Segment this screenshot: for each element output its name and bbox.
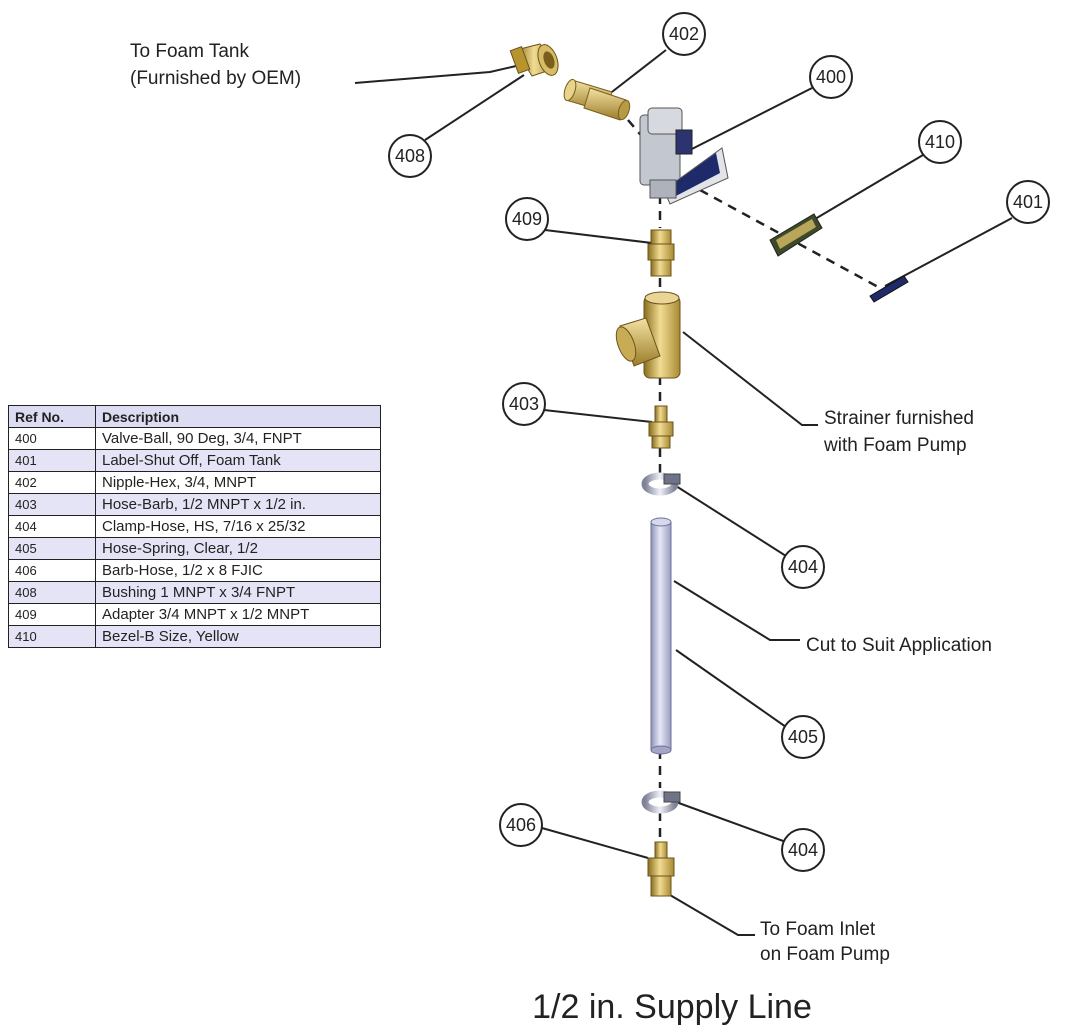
ref-cell: 402 <box>8 471 96 494</box>
description-cell: Nipple-Hex, 3/4, MNPT <box>95 471 381 494</box>
description-cell: Hose-Barb, 1/2 MNPT x 1/2 in. <box>95 493 381 516</box>
svg-text:408: 408 <box>395 146 425 166</box>
callout-foam-inlet-line2: on Foam Pump <box>760 944 890 965</box>
svg-text:404: 404 <box>788 557 818 577</box>
parts-table-header-row: Ref No. Description <box>8 405 381 428</box>
bezel-410-part <box>769 213 823 257</box>
nipple-402-part <box>563 78 631 121</box>
hose-405-part <box>650 517 672 755</box>
description-cell: Clamp-Hose, HS, 7/16 x 25/32 <box>95 515 381 538</box>
header-description: Description <box>95 405 381 428</box>
barb-hose-406-part <box>647 841 675 897</box>
svg-text:402: 402 <box>669 24 699 44</box>
diagram-title: 1/2 in. Supply Line <box>532 988 812 1026</box>
svg-text:401: 401 <box>1013 192 1043 212</box>
svg-text:400: 400 <box>816 67 846 87</box>
hose-clamp-404-top-part <box>641 472 681 496</box>
balloon-403: 403 <box>502 382 546 426</box>
strainer-part <box>615 291 681 379</box>
ref-cell: 400 <box>8 427 96 450</box>
ref-cell: 404 <box>8 515 96 538</box>
ref-cell: 401 <box>8 449 96 472</box>
callout-foam-tank-line1: To Foam Tank <box>130 41 249 62</box>
balloon-404-top: 404 <box>781 545 825 589</box>
svg-text:409: 409 <box>512 209 542 229</box>
ref-cell: 408 <box>8 581 96 604</box>
hose-barb-403-part <box>648 405 674 449</box>
balloon-405: 405 <box>781 715 825 759</box>
balloon-410: 410 <box>918 120 962 164</box>
svg-text:410: 410 <box>925 132 955 152</box>
bushing-408-part <box>509 43 559 77</box>
ref-cell: 406 <box>8 559 96 582</box>
description-cell: Label-Shut Off, Foam Tank <box>95 449 381 472</box>
callout-strainer-line1: Strainer furnished <box>824 408 974 429</box>
svg-text:405: 405 <box>788 727 818 747</box>
description-cell: Hose-Spring, Clear, 1/2 <box>95 537 381 560</box>
balloon-404-bottom: 404 <box>781 828 825 872</box>
balloon-402: 402 <box>662 12 706 56</box>
description-cell: Adapter 3/4 MNPT x 1/2 MNPT <box>95 603 381 626</box>
label-401-part <box>869 275 909 303</box>
description-cell: Valve-Ball, 90 Deg, 3/4, FNPT <box>95 427 381 450</box>
header-ref-no: Ref No. <box>8 405 96 428</box>
svg-text:403: 403 <box>509 394 539 414</box>
svg-text:406: 406 <box>506 815 536 835</box>
ref-cell: 405 <box>8 537 96 560</box>
svg-text:404: 404 <box>788 840 818 860</box>
callout-cut-to-suit: Cut to Suit Application <box>806 635 992 656</box>
hose-clamp-404-bottom-part <box>641 790 681 814</box>
balloon-406: 406 <box>499 803 543 847</box>
ref-cell: 410 <box>8 625 96 648</box>
callout-foam-tank-line2: (Furnished by OEM) <box>130 68 301 89</box>
balloon-401: 401 <box>1006 180 1050 224</box>
description-cell: Bezel-B Size, Yellow <box>95 625 381 648</box>
description-cell: Barb-Hose, 1/2 x 8 FJIC <box>95 559 381 582</box>
balloon-400: 400 <box>809 55 853 99</box>
description-cell: Bushing 1 MNPT x 3/4 FNPT <box>95 581 381 604</box>
ref-cell: 403 <box>8 493 96 516</box>
adapter-409-part <box>647 229 675 277</box>
balloon-408: 408 <box>388 134 432 178</box>
ref-cell: 409 <box>8 603 96 626</box>
leader-lines <box>354 49 1013 936</box>
ball-valve-400-part <box>639 107 729 205</box>
balloon-409: 409 <box>505 197 549 241</box>
callout-strainer-line2: with Foam Pump <box>823 435 967 456</box>
callout-foam-inlet-line1: To Foam Inlet <box>760 919 876 940</box>
